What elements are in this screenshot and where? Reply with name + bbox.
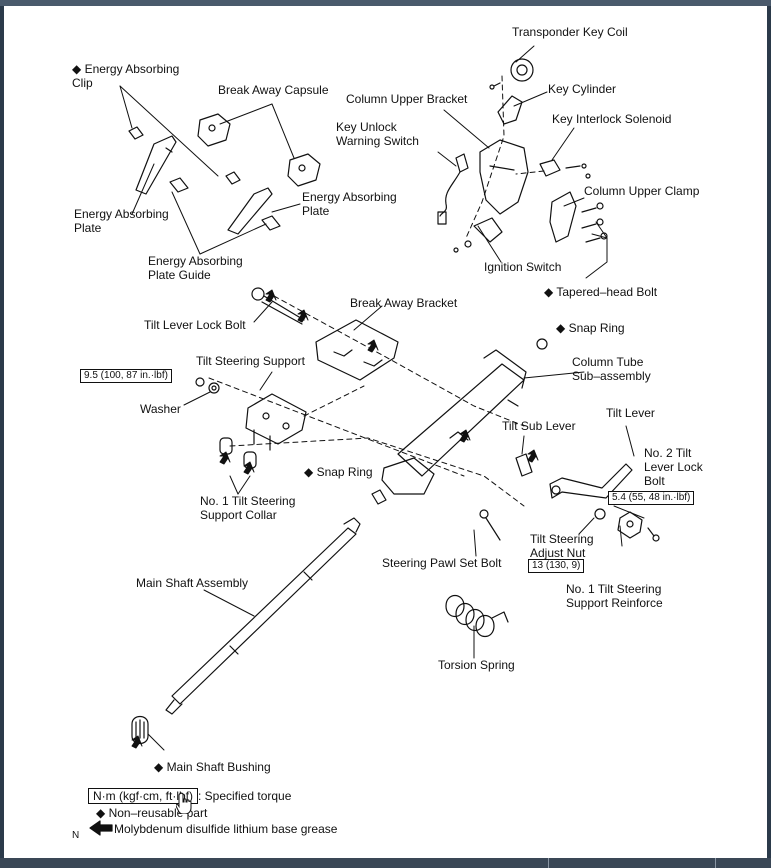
tilt-sub-lever-part [515, 453, 533, 477]
label-break-away-capsule: Break Away Capsule [218, 83, 329, 97]
label-key-interlock-solenoid: Key Interlock Solenoid [552, 112, 672, 126]
break-away-capsules [197, 113, 321, 187]
label-tapered-head-bolt: ◆ Tapered–head Bolt [544, 285, 658, 299]
hand-pointer-icon [176, 792, 192, 814]
label-energy-absorbing-plate-left: Energy Absorbing Plate [74, 207, 169, 235]
status-divider [548, 858, 549, 868]
label-energy-absorbing-plate-right: Energy Absorbing Plate [302, 190, 397, 218]
label-tilt-steering-support: Tilt Steering Support [196, 354, 305, 368]
torque-adjust-nut: 13 (130, 9) [528, 559, 585, 573]
snap-ring-upper-part [536, 338, 548, 350]
break-away-bracket [315, 319, 399, 381]
label-energy-absorbing-plate-guide: Energy Absorbing Plate Guide [148, 254, 243, 282]
snap-ring-lower-part [371, 489, 387, 505]
diagram-sheet: Transponder Key Coil ◆ Energy Absorbing … [4, 6, 767, 858]
tilt-steering-support [245, 393, 307, 451]
window-top-bar [0, 0, 771, 6]
label-snap-ring-lower: ◆ Snap Ring [304, 465, 373, 479]
leader-lines [119, 45, 645, 751]
key-interlock-solenoid [539, 159, 591, 179]
label-energy-absorbing-clip: ◆ Energy Absorbing Clip [72, 62, 180, 90]
label-torsion-spring: Torsion Spring [438, 658, 515, 672]
label-key-cylinder: Key Cylinder [548, 82, 617, 96]
column-upper-bracket [453, 139, 529, 253]
exploded-view-drawing [89, 45, 660, 836]
window-bottom-bar [0, 858, 771, 868]
arrow-left-icon [89, 820, 113, 836]
label-tilt-steering-adjust-nut: Tilt Steering Adjust Nut [530, 532, 594, 560]
label-key-unlock-warning-switch: Key Unlock Warning Switch [336, 120, 419, 148]
column-upper-clamp [549, 191, 608, 243]
tilt-lever-lock-bolt [251, 287, 305, 325]
label-column-upper-bracket: Column Upper Bracket [346, 92, 468, 106]
steering-pawl-set-bolt [479, 509, 501, 541]
label-column-tube: Column Tube Sub–assembly [572, 355, 651, 383]
label-main-shaft-bushing: ◆ Main Shaft Bushing [154, 760, 271, 774]
label-steering-pawl-set-bolt: Steering Pawl Set Bolt [382, 556, 502, 570]
label-ignition-switch: Ignition Switch [484, 260, 562, 274]
label-tilt-sub-lever: Tilt Sub Lever [502, 419, 576, 433]
label-break-away-bracket: Break Away Bracket [350, 296, 458, 310]
main-shaft [165, 517, 361, 715]
label-transponder-key-coil: Transponder Key Coil [512, 25, 628, 39]
label-no1-support-collar: No. 1 Tilt Steering Support Collar [200, 494, 296, 522]
label-no2-tilt-lever-lock-bolt: No. 2 Tilt Lever Lock Bolt [644, 446, 703, 488]
label-washer: Washer [140, 402, 181, 416]
legend-torque: N·m (kgf·cm, ft·lbf): Specified torque [88, 788, 292, 804]
label-no1-support-reinforce: No. 1 Tilt Steering Support Reinforce [566, 582, 663, 610]
torque-tilt-support-nut: 9.5 (100, 87 in.·lbf) [80, 369, 172, 383]
grease-arrow-icons [131, 289, 539, 749]
legend-nonreusable-text: Non–reusable part [108, 806, 208, 820]
tilt-lever [549, 463, 633, 499]
label-main-shaft-assembly: Main Shaft Assembly [136, 576, 249, 590]
key-cylinder-group [489, 58, 534, 125]
legend-torque-text: : Specified torque [198, 789, 292, 803]
corner-letter: N [72, 830, 80, 841]
key-unlock-warning-switch [437, 153, 469, 225]
legend-torque-box: N·m (kgf·cm, ft·lbf) [88, 788, 198, 804]
torsion-spring [445, 594, 509, 638]
main-shaft-bushing [131, 715, 149, 745]
washer-nut [195, 377, 220, 394]
label-snap-ring-upper: ◆ Snap Ring [556, 321, 625, 335]
label-tilt-lever: Tilt Lever [606, 406, 655, 420]
label-column-upper-clamp: Column Upper Clamp [584, 184, 700, 198]
reinforce-nut-bolt [594, 508, 660, 542]
status-divider [715, 858, 716, 868]
energy-absorbing-parts [128, 126, 281, 235]
legend-grease-text: Molybdenum disulfide lithium base grease [114, 822, 338, 836]
torque-no2-lock-bolt: 5.4 (55, 48 in.·lbf) [608, 491, 695, 505]
diamond-icon: ◆ [96, 806, 106, 820]
label-tilt-lever-lock-bolt: Tilt Lever Lock Bolt [144, 318, 246, 332]
